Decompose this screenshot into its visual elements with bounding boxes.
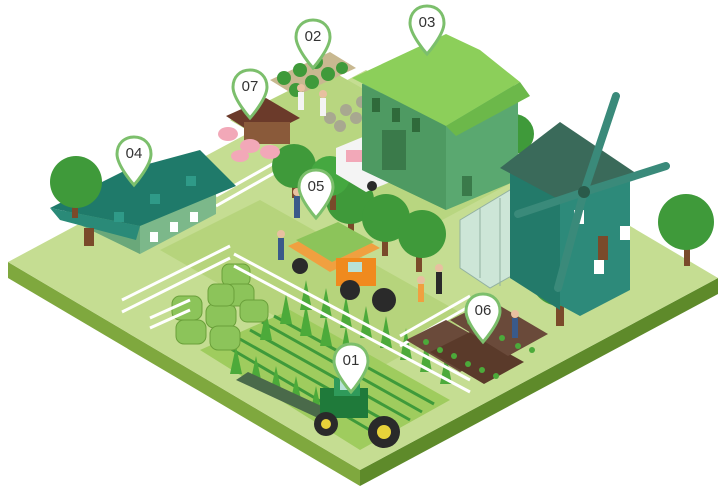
marker-04[interactable]: 04	[114, 135, 154, 189]
marker-label: 06	[474, 302, 492, 319]
marker-label: 07	[241, 78, 259, 95]
map-pin-icon	[332, 342, 370, 395]
harvest-truck	[288, 222, 396, 312]
barn	[352, 34, 530, 210]
vegetable-garden	[270, 52, 368, 132]
map-pin-icon	[231, 68, 269, 121]
map-pin-icon	[297, 168, 335, 221]
farmhouse	[50, 150, 236, 254]
ground-side-left	[8, 262, 360, 486]
marker-07[interactable]: 07	[230, 68, 270, 122]
tractor	[236, 372, 400, 448]
map-pin-icon	[408, 4, 446, 57]
marker-label: 05	[307, 178, 325, 195]
marker-label: 02	[304, 28, 322, 45]
marker-label: 03	[418, 14, 436, 31]
marker-03[interactable]: 03	[407, 4, 447, 58]
windmill	[500, 92, 670, 316]
marker-label: 01	[342, 352, 360, 369]
farmers	[277, 84, 519, 338]
marker-05[interactable]: 05	[296, 168, 336, 222]
marker-06[interactable]: 06	[463, 292, 503, 346]
marker-02[interactable]: 02	[293, 18, 333, 72]
ground-side-right	[360, 278, 718, 486]
map-pin-icon	[115, 135, 153, 188]
grass-area	[160, 200, 470, 372]
marker-label: 04	[125, 145, 143, 162]
hay-bales	[171, 263, 269, 351]
marker-01[interactable]: 01	[331, 342, 371, 396]
map-pin-icon	[464, 292, 502, 345]
fences	[13, 110, 471, 394]
crop-field	[200, 310, 450, 450]
map-pin-icon	[294, 18, 332, 71]
